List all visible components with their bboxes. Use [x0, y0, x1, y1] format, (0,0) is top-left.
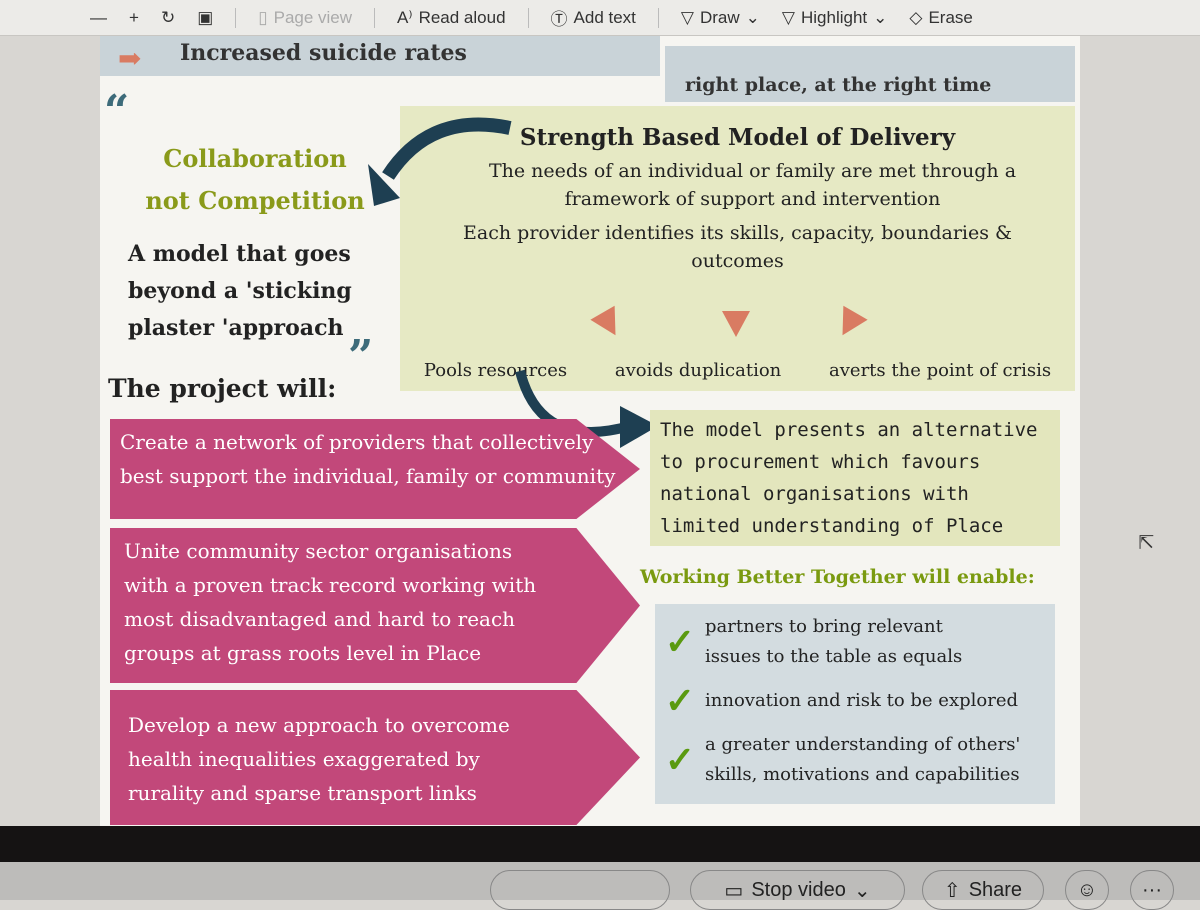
share-label: Share: [968, 878, 1023, 901]
checkmark-icon: ✓: [664, 739, 696, 781]
smiley-icon: ☺: [1076, 878, 1098, 901]
checkmark-icon: ✓: [664, 680, 696, 722]
left-title: Collaboration not Competition: [120, 138, 390, 222]
arrow-down-icon: [830, 305, 868, 343]
highlight-icon: ▽: [781, 7, 795, 27]
share-button[interactable]: ⇧ Share: [922, 870, 1044, 910]
arrow-down-icon: [722, 311, 750, 337]
mic-button[interactable]: [490, 870, 670, 910]
model-line: Each provider identifies its skills, cap…: [463, 222, 1012, 272]
page-view-label: Page view: [273, 7, 353, 27]
read-aloud-icon: A⁾: [397, 7, 413, 27]
chevron-down-icon[interactable]: ⌄: [745, 7, 760, 27]
meeting-controls: ▭ Stop video ⌄ ⇧ Share ☺ ···: [0, 862, 1200, 910]
divider: [235, 7, 237, 28]
eraser-icon: ◇: [909, 7, 923, 27]
chevron-down-icon[interactable]: ⌄: [873, 7, 888, 27]
erase-label: Erase: [928, 7, 973, 27]
zoom-out-button[interactable]: —: [90, 7, 107, 27]
alternative-box: The model presents an alternative to pro…: [650, 410, 1060, 546]
more-icon: ···: [1142, 878, 1162, 901]
divider: [527, 7, 529, 28]
draw-icon: ▽: [680, 7, 694, 27]
draw-label: Draw: [699, 7, 740, 27]
draw-button[interactable]: ▽Draw⌄: [681, 8, 760, 28]
outcome-label: Pools resources: [423, 360, 568, 381]
checkmark-icon: ✓: [664, 621, 696, 663]
left-body-text: A model that goes beyond a 'sticking pla…: [128, 241, 352, 341]
arrow-right-icon: ➡: [118, 42, 142, 75]
zoom-in-button[interactable]: +: [129, 7, 139, 27]
list-item: ✓a greater understanding of others' skil…: [655, 730, 1055, 790]
share-icon: ⇧: [943, 879, 961, 902]
project-item: Unite community sector organisations wit…: [110, 528, 640, 683]
highlight-label: Highlight: [800, 7, 868, 27]
enable-list: ✓partners to bring relevant issues to th…: [655, 604, 1055, 804]
page-view-icon: ▯: [258, 7, 268, 27]
arrow-down-icon: [590, 305, 628, 343]
header-strip-right: right place, at the right time: [665, 46, 1075, 102]
enable-item-text: partners to bring relevant issues to the…: [705, 616, 963, 667]
add-text-icon: Ⓣ: [550, 10, 568, 29]
project-item: Develop a new approach to overcome healt…: [110, 690, 640, 825]
open-quote-icon: “: [104, 86, 130, 137]
close-quote-icon: ”: [348, 331, 374, 382]
project-heading: The project will:: [108, 374, 337, 403]
divider: [657, 7, 659, 28]
mouse-cursor-icon: ⇱: [1138, 530, 1155, 554]
read-aloud-label: Read aloud: [418, 7, 506, 27]
strip-left-text: Increased suicide rates: [180, 40, 467, 66]
divider: [374, 7, 376, 28]
list-item: ✓partners to bring relevant issues to th…: [655, 612, 1055, 672]
stop-video-label: Stop video: [751, 878, 846, 901]
add-text-label: Add text: [573, 7, 636, 27]
chevron-down-icon[interactable]: ⌄: [853, 879, 871, 902]
wbt-heading: Working Better Together will enable:: [640, 566, 1035, 588]
strip-right-text: right place, at the right time: [685, 74, 992, 96]
reactions-button[interactable]: ☺: [1065, 870, 1109, 910]
outcome-label: avoids duplication: [614, 360, 782, 381]
fit-page-button[interactable]: ▣: [197, 7, 214, 27]
list-item: ✓ innovation and risk to be explored: [655, 680, 1055, 722]
header-strip-left: ➡ Increased suicide rates: [100, 36, 660, 76]
read-aloud-button[interactable]: A⁾Read aloud: [397, 8, 505, 28]
outcome-label: averts the point of crisis: [829, 360, 1052, 381]
pdf-page: ➡ Increased suicide rates right place, a…: [100, 36, 1080, 826]
project-item: Create a network of providers that colle…: [110, 419, 640, 519]
more-button[interactable]: ···: [1130, 870, 1174, 910]
camera-icon: ▭: [724, 879, 744, 902]
pdf-toolbar: — + ↻ ▣ ▯Page view A⁾Read aloud Ⓣ Add tex…: [0, 0, 1200, 36]
rotate-button[interactable]: ↻: [160, 7, 176, 27]
model-title: Strength Based Model of Delivery: [519, 124, 956, 151]
enable-item-text: innovation and risk to be explored: [705, 690, 1019, 711]
left-title-line: not Competition: [145, 186, 365, 215]
strength-model-box: Strength Based Model of Delivery The nee…: [400, 106, 1075, 391]
left-title-line: Collaboration: [163, 144, 347, 173]
enable-item-text: a greater understanding of others' skill…: [705, 734, 1021, 785]
stop-video-button[interactable]: ▭ Stop video ⌄: [690, 870, 905, 910]
model-line: The needs of an individual or family are…: [488, 160, 1017, 210]
erase-button[interactable]: ◇Erase: [909, 8, 973, 28]
highlight-button[interactable]: ▽Highlight⌄: [782, 8, 887, 28]
page-view-button[interactable]: ▯Page view: [258, 8, 352, 28]
add-text-button[interactable]: Ⓣ Add text: [551, 5, 636, 30]
curved-arrow-icon: [368, 117, 512, 206]
